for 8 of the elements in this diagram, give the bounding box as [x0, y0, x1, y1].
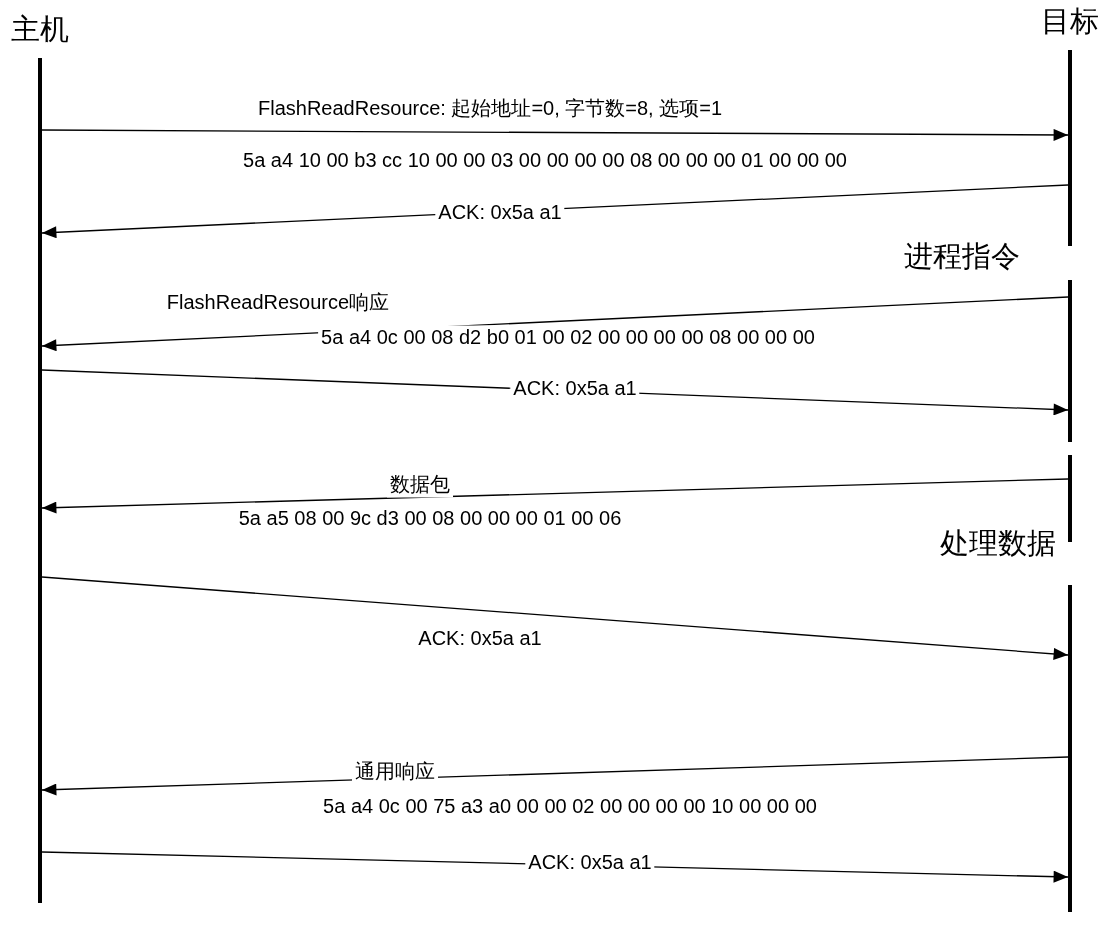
- message-arrow: [41, 756, 1069, 796]
- lifeline-label: 主机: [11, 12, 69, 47]
- message-arrow: [41, 478, 1069, 514]
- lifeline-label: 目标: [1041, 4, 1099, 39]
- message-arrow: [41, 576, 1069, 660]
- process-note: 处理数据: [940, 526, 1056, 561]
- message-arrow: [41, 128, 1069, 141]
- process-note: 进程指令: [904, 239, 1020, 274]
